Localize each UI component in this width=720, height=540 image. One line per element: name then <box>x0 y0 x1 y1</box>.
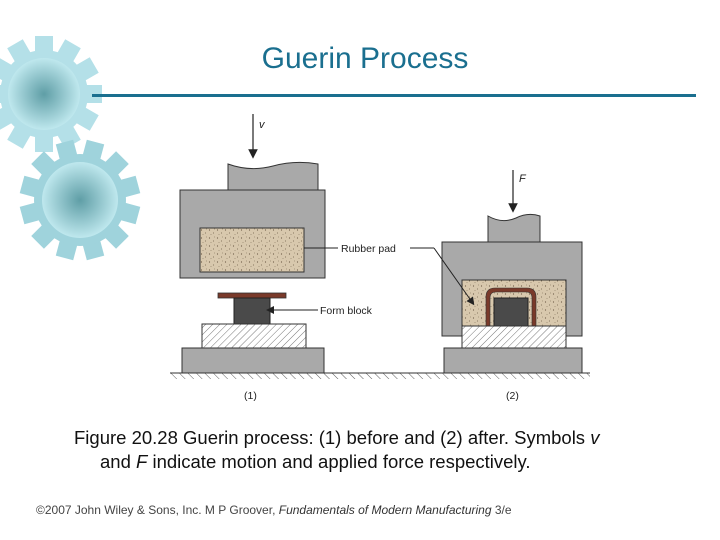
decorative-gears <box>0 36 141 261</box>
sheet-metal <box>217 292 287 299</box>
label-stage-2: (2) <box>506 390 519 402</box>
gear-icon <box>19 139 141 261</box>
caption-symbol-F: F <box>136 451 148 472</box>
ground-line <box>170 372 590 379</box>
form-block <box>233 297 271 325</box>
footer-copyright: ©2007 John Wiley & Sons, Inc. M P Groove… <box>36 503 512 517</box>
label-rubber-pad: Rubber pad <box>341 243 396 255</box>
label-F: F <box>519 173 527 185</box>
label-stage-1: (1) <box>244 390 257 402</box>
caption-line2-prefix: and <box>100 451 137 472</box>
footer-book-title: Fundamentals of Modern Manufacturing <box>278 503 492 517</box>
footer-edition: 3/e <box>491 503 512 517</box>
label-form-block: Form block <box>320 305 373 317</box>
title-divider <box>92 94 696 97</box>
stage-2-press <box>441 170 583 374</box>
caption-line2-rest: indicate motion and applied force respec… <box>147 451 531 472</box>
guerin-process-figure: v F Rubber pad Form block (1) (2) <box>170 114 590 402</box>
leader-lines <box>266 247 475 314</box>
footer-copyright-text: ©2007 John Wiley & Sons, Inc. M P Groove… <box>36 503 279 517</box>
caption-line2: and F indicate motion and applied force … <box>74 450 694 474</box>
form-block <box>493 297 529 327</box>
figure-caption: Figure 20.28 Guerin process: (1) before … <box>74 426 694 474</box>
caption-line1: Figure 20.28 Guerin process: (1) before … <box>74 427 591 448</box>
stage-1-press <box>179 114 326 374</box>
caption-symbol-v: v <box>590 427 600 448</box>
page-title: Guerin Process <box>261 42 469 75</box>
rubber-pad <box>199 227 305 273</box>
gear-icon <box>0 36 102 152</box>
label-v: v <box>259 119 266 131</box>
